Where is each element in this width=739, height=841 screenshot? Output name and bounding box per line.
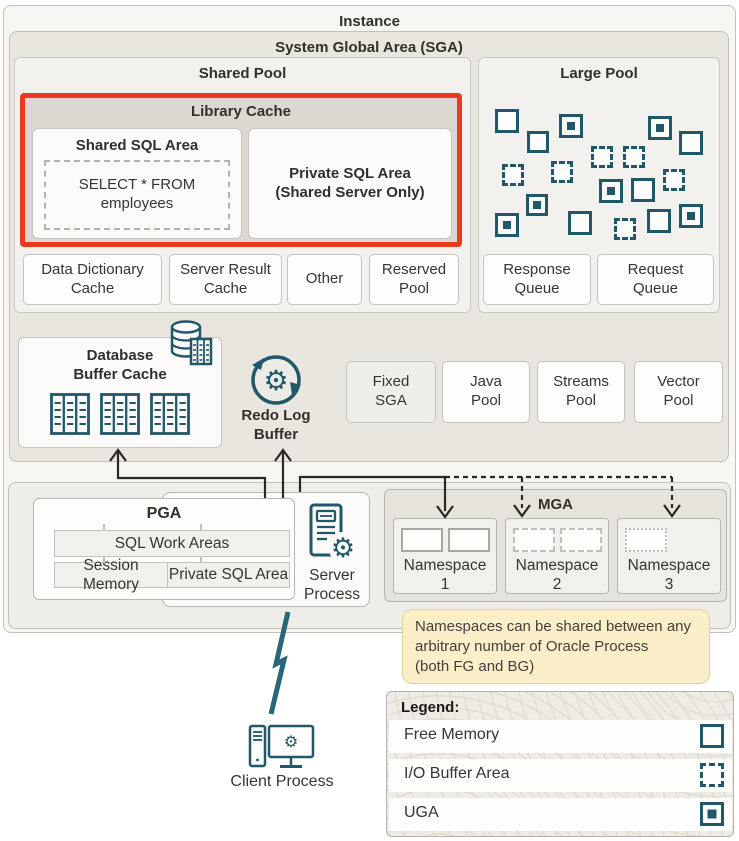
free-memory-block (495, 109, 519, 133)
legend-io-buffer-label: I/O Buffer Area (404, 765, 510, 782)
io-buffer-swatch-icon (700, 763, 724, 787)
server-process-icon: ⚙ (309, 503, 358, 564)
shared-pool-title: Shared Pool (198, 65, 287, 82)
vector-pool-box: Vector Pool (634, 361, 723, 423)
solid-namespace-block (448, 528, 490, 552)
namespace-3-box: Namespace 3 (617, 518, 721, 594)
buffer-cabinet-icon (100, 393, 140, 435)
legend-box: Legend: Free Memory I/O Buffer Area UGA (386, 691, 734, 837)
pga-title: PGA (146, 505, 182, 522)
library-cache-title: Library Cache (190, 103, 292, 120)
io-memory-block (614, 218, 636, 240)
legend-row-uga: UGA (389, 798, 732, 831)
streams-pool-box: Streams Pool (537, 361, 625, 423)
bar-divider-nub (103, 524, 105, 531)
db-buffer-cache-title: Database Buffer Cache (73, 347, 167, 383)
free-memory-block (568, 211, 592, 235)
sql-work-areas-bar: SQL Work Areas (54, 530, 290, 557)
redo-log-buffer-icon: ⚙ (251, 355, 301, 405)
sga-title: System Global Area (SGA) (275, 39, 463, 56)
free-memory-block (631, 178, 655, 202)
bar-divider-nub (200, 524, 202, 531)
solid-namespace-block (401, 528, 443, 552)
uga-memory-block (495, 213, 519, 237)
client-process-icon: ⚙ (248, 724, 315, 768)
large-pool-title: Large Pool (560, 65, 638, 82)
dashed-namespace-block (513, 528, 555, 552)
fixed-sga-box: Fixed SGA (346, 361, 436, 423)
client-process-label: Client Process (230, 773, 334, 790)
svg-text:⚙: ⚙ (331, 533, 355, 564)
shared-sql-query: SELECT * FROM employees (44, 160, 230, 230)
uga-memory-block (679, 204, 703, 228)
namespace-1-blocks (394, 519, 496, 557)
legend-free-memory-label: Free Memory (404, 726, 500, 743)
instance-title: Instance (339, 13, 400, 30)
legend-title: Legend: (401, 699, 460, 716)
io-memory-block (663, 169, 685, 191)
legend-row-io-buffer: I/O Buffer Area (389, 759, 732, 792)
mga-title: MGA (538, 496, 573, 513)
response-queue-box: Response Queue (483, 254, 591, 305)
buffer-cabinet-icon (150, 393, 190, 435)
uga-swatch-icon (700, 802, 724, 826)
other-box: Other (287, 254, 362, 305)
legend-uga-label: UGA (404, 804, 439, 821)
dotted-namespace-block (625, 528, 667, 552)
private-sql-area-box: Private SQL Area (Shared Server Only) (248, 128, 452, 239)
server-process-label: Server Process (304, 566, 360, 603)
buffer-cabinet-icon (50, 393, 90, 435)
uga-memory-block (559, 114, 583, 138)
namespace-3-label: Namespace 3 (627, 556, 711, 593)
free-memory-block (647, 209, 671, 233)
java-pool-box: Java Pool (442, 361, 530, 423)
legend-row-free-memory: Free Memory (389, 720, 732, 753)
bar-divider-nub (103, 556, 105, 563)
namespace-1-label: Namespace 1 (403, 556, 487, 593)
io-memory-block (551, 161, 573, 183)
svg-text:⚙: ⚙ (284, 732, 298, 751)
namespace-2-label: Namespace 2 (515, 556, 599, 593)
namespace-1-box: Namespace 1 (393, 518, 497, 594)
io-memory-block (591, 146, 613, 168)
free-memory-swatch-icon (700, 724, 724, 748)
io-memory-block (502, 164, 524, 186)
svg-text:⚙: ⚙ (263, 364, 288, 397)
namespace-2-box: Namespace 2 (505, 518, 609, 594)
bar-divider-nub (200, 556, 202, 563)
pga-private-sql-area-bar: Private SQL Area (167, 562, 290, 588)
request-queue-box: Request Queue (597, 254, 714, 305)
database-icon (170, 320, 213, 366)
uga-memory-block (526, 194, 548, 216)
free-memory-block (679, 131, 703, 155)
namespace-3-blocks (618, 519, 720, 557)
uga-memory-block (599, 179, 623, 203)
redo-log-buffer-label: Redo Log Buffer (241, 407, 311, 443)
server-result-cache-box: Server Result Cache (169, 254, 282, 305)
io-memory-block (623, 146, 645, 168)
session-memory-bar: Session Memory (54, 557, 168, 593)
reserved-pool-box: Reserved Pool (369, 254, 459, 305)
data-dictionary-cache-box: Data Dictionary Cache (23, 254, 162, 305)
large-pool-memory-blocks (479, 58, 719, 312)
free-memory-block (527, 131, 549, 153)
namespace-2-blocks (506, 519, 608, 557)
uga-memory-block (648, 116, 672, 140)
namespace-note: Namespaces can be shared between any arb… (402, 609, 710, 685)
dashed-namespace-block (560, 528, 602, 552)
shared-sql-area-title: Shared SQL Area (75, 137, 199, 154)
